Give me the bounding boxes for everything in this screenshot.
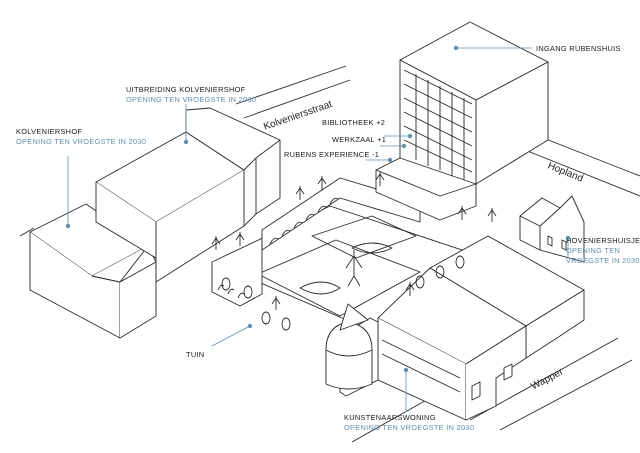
building-uitbreiding-kolveniershof — [95, 107, 281, 283]
label-bibliotheek-title: BIBLIOTHEEK +2 — [322, 118, 386, 127]
label-bibliotheek: BIBLIOTHEEK +2 — [322, 118, 385, 128]
label-hoveniershuisje: HOVENIERSHUISJE OPENING TEN VROEGSTE IN … — [566, 236, 640, 266]
label-kunstenaarswoning-subtitle: OPENING TEN VROEGSTE IN 2030 — [344, 423, 475, 432]
label-kunstenaarswoning-title: KUNSTENAARSWONING — [344, 413, 436, 422]
label-uitbreiding-title: UITBREIDING KOLVENIERSHOF — [126, 85, 246, 94]
building-kolveniershof — [29, 203, 157, 339]
label-kolveniershof-subtitle: OPENING TEN VROEGSTE IN 2030 — [16, 137, 147, 146]
label-rubens-experience: RUBENS EXPERIENCE -1 — [284, 150, 379, 160]
label-ingang-rubenshuis: INGANG RUBENSHUIS — [536, 44, 621, 54]
label-werkzaal: WERKZAAL +1 — [332, 135, 386, 145]
arcade-gallery — [211, 177, 421, 307]
round-pavilion — [325, 303, 373, 390]
label-uitbreiding-subtitle: OPENING TEN VROEGSTE IN 2030 — [126, 95, 257, 104]
label-kolveniershof-title: KOLVENIERSHOF — [16, 127, 83, 136]
label-kolveniershof: KOLVENIERSHOF OPENING TEN VROEGSTE IN 20… — [16, 127, 146, 147]
label-tuin: TUIN — [186, 350, 204, 360]
label-rubens-experience-title: RUBENS EXPERIENCE -1 — [284, 150, 380, 159]
label-uitbreiding-kolveniershof: UITBREIDING KOLVENIERSHOF OPENING TEN VR… — [126, 85, 256, 105]
label-hoveniershuisje-title: HOVENIERSHUISJE — [566, 236, 640, 245]
label-tuin-title: TUIN — [186, 350, 205, 359]
label-leaders — [65, 45, 571, 412]
label-werkzaal-title: WERKZAAL +1 — [332, 135, 387, 144]
label-hoveniershuisje-subtitle-2: VROEGSTE IN 2030 — [566, 256, 640, 265]
building-ingang-rubenshuis — [375, 21, 549, 221]
label-ingang-title: INGANG RUBENSHUIS — [536, 44, 621, 53]
label-hoveniershuisje-subtitle-1: OPENING TEN — [566, 246, 621, 255]
label-kunstenaarswoning: KUNSTENAARSWONING OPENING TEN VROEGSTE I… — [344, 413, 474, 433]
garden-trees — [211, 172, 497, 331]
